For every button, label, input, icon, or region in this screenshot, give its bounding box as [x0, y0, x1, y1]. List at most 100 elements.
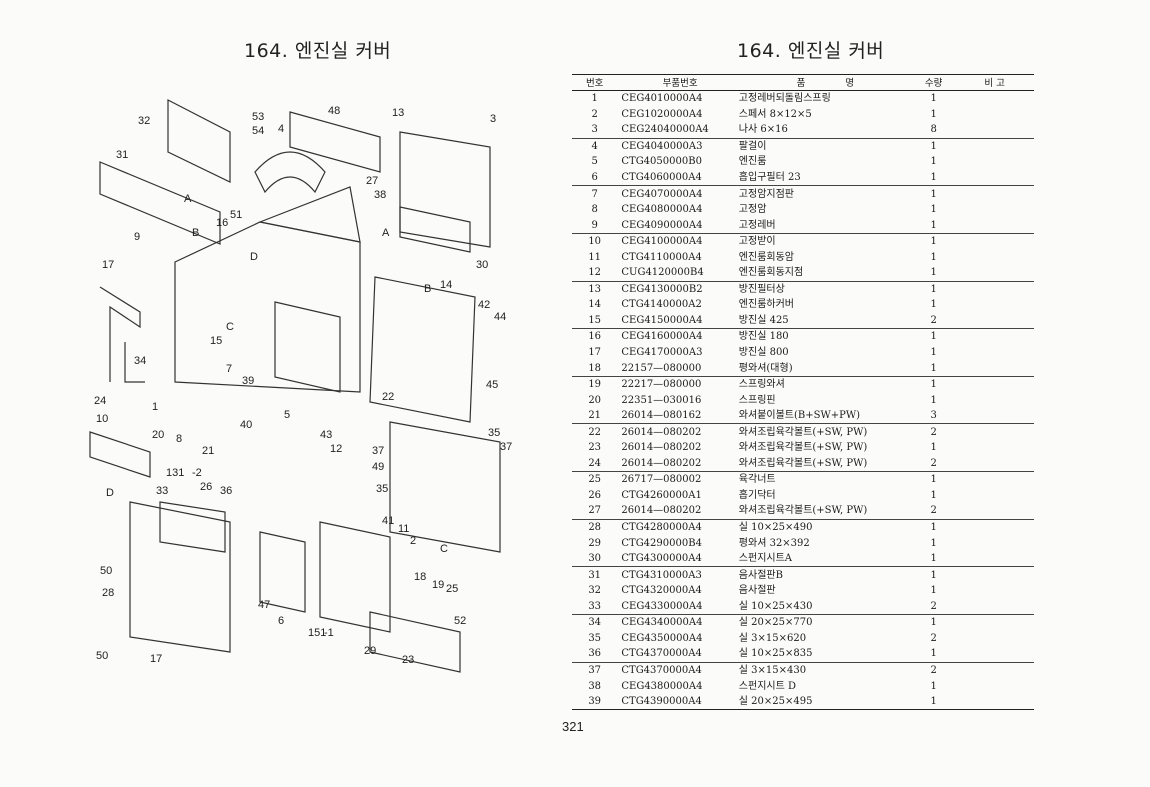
cell-name: 엔진룸회동지점: [738, 265, 912, 282]
cell-qty: 1: [930, 140, 937, 152]
cell-remarks: [955, 535, 1034, 551]
cell-qty: 1: [930, 283, 937, 295]
cell-qty: 1: [911, 360, 956, 377]
callout-label: C: [226, 321, 234, 333]
callout-label: C: [440, 543, 448, 555]
cell-no: 32: [588, 585, 602, 597]
lower-cover-14: [369, 276, 476, 423]
cell-remarks: [955, 312, 1034, 330]
cell-qty: 2: [930, 664, 937, 676]
cell-remarks: [955, 550, 1034, 568]
cell-no: 30: [572, 550, 618, 568]
cell-remarks: [955, 392, 1034, 408]
cell-name: 스프링핀: [738, 394, 776, 406]
cell-part-no: 22217—080000: [621, 379, 702, 391]
cell-remarks: [955, 265, 1034, 282]
cell-part-no: CTG4050000B0: [621, 156, 702, 168]
callout-label: 35: [376, 483, 388, 495]
cell-part-no: 26014—080202: [617, 503, 739, 520]
cell-part-no: CEG4040000A3: [621, 140, 703, 152]
cell-no: 29: [588, 537, 602, 549]
callout-label: 51: [230, 209, 242, 221]
cell-part-no: CTG4370000A4: [617, 646, 739, 663]
callout-label: 43: [320, 429, 332, 441]
bracket-131: [89, 431, 151, 478]
cell-qty: 1: [930, 537, 937, 549]
callout-label: 40: [240, 419, 252, 431]
cell-qty: 1: [930, 188, 937, 200]
cell-part-no: CEG24040000A4: [617, 122, 739, 139]
callout-label: 131: [166, 467, 184, 479]
cell-no: 27: [572, 503, 618, 520]
cell-remarks: [955, 567, 1034, 583]
cell-name: 고정받이: [738, 236, 776, 248]
cell-no: 14: [588, 299, 602, 311]
cell-part-no: CEG4010000A4: [621, 93, 703, 105]
callout-label: 19: [432, 579, 444, 591]
cell-qty: 1: [930, 442, 937, 454]
callout-label: B: [424, 283, 431, 295]
cell-no: 21: [572, 407, 618, 425]
cell-no: 28: [588, 522, 602, 534]
sponge-30: [399, 206, 471, 253]
cell-no: 19: [588, 379, 602, 391]
cell-name: 고정암: [738, 204, 767, 216]
callout-label: 54: [252, 125, 264, 137]
cell-remarks: [955, 217, 1034, 234]
cell-part-no: CEG4330000A4: [617, 598, 739, 616]
cell-name: 고정레버: [738, 217, 912, 234]
cell-qty: 1: [911, 217, 956, 234]
cell-qty: 1: [911, 646, 956, 663]
cell-part-no: CTG4300000A4: [617, 550, 739, 568]
cell-remarks: [955, 122, 1034, 139]
callout-label: 14: [440, 279, 452, 291]
frame-top: [257, 186, 361, 243]
cell-name: 엔진룸하커버: [738, 299, 794, 311]
cell-no: 20: [588, 394, 602, 406]
callout-label: 17: [102, 259, 114, 271]
panel-32: [167, 99, 231, 183]
cell-qty: 8: [911, 122, 956, 139]
cell-name: 방진필터상: [738, 283, 785, 295]
cell-qty: 1: [930, 379, 937, 391]
frame-29: [319, 521, 391, 633]
filter-13: [399, 131, 491, 248]
cell-no: 13: [588, 283, 602, 295]
callout-label: 28: [102, 587, 114, 599]
cell-name: 방진실 180: [738, 331, 789, 343]
callout-label: 30: [476, 259, 488, 271]
cell-name: 방진실 425: [738, 312, 912, 330]
callout-label: 35: [488, 427, 500, 439]
callout-labels: 32 53 54 4 48 13 3 31 38 27 A 51 B 16 D …: [94, 105, 512, 666]
callout-label: 31: [116, 149, 128, 161]
header-no: 번호: [572, 74, 618, 91]
cell-qty: 1: [930, 156, 937, 168]
cell-name: 스펀지시트 D: [738, 680, 796, 692]
cell-no: 39: [572, 693, 618, 711]
cell-no: 34: [588, 617, 602, 629]
cell-part-no: CTG4320000A4: [621, 585, 702, 597]
callout-label: 33: [156, 485, 168, 497]
cell-part-no: CEG4380000A4: [621, 680, 703, 692]
cell-remarks: [955, 186, 1034, 202]
callout-label: 6: [278, 615, 284, 627]
cell-qty: 3: [911, 407, 956, 425]
cell-no: 36: [572, 646, 618, 663]
cell-remarks: [955, 202, 1034, 218]
callout-label: 20: [152, 429, 164, 441]
panel-48: [289, 111, 381, 173]
cell-qty: 1: [911, 693, 956, 711]
callout-label: 9: [134, 231, 140, 243]
